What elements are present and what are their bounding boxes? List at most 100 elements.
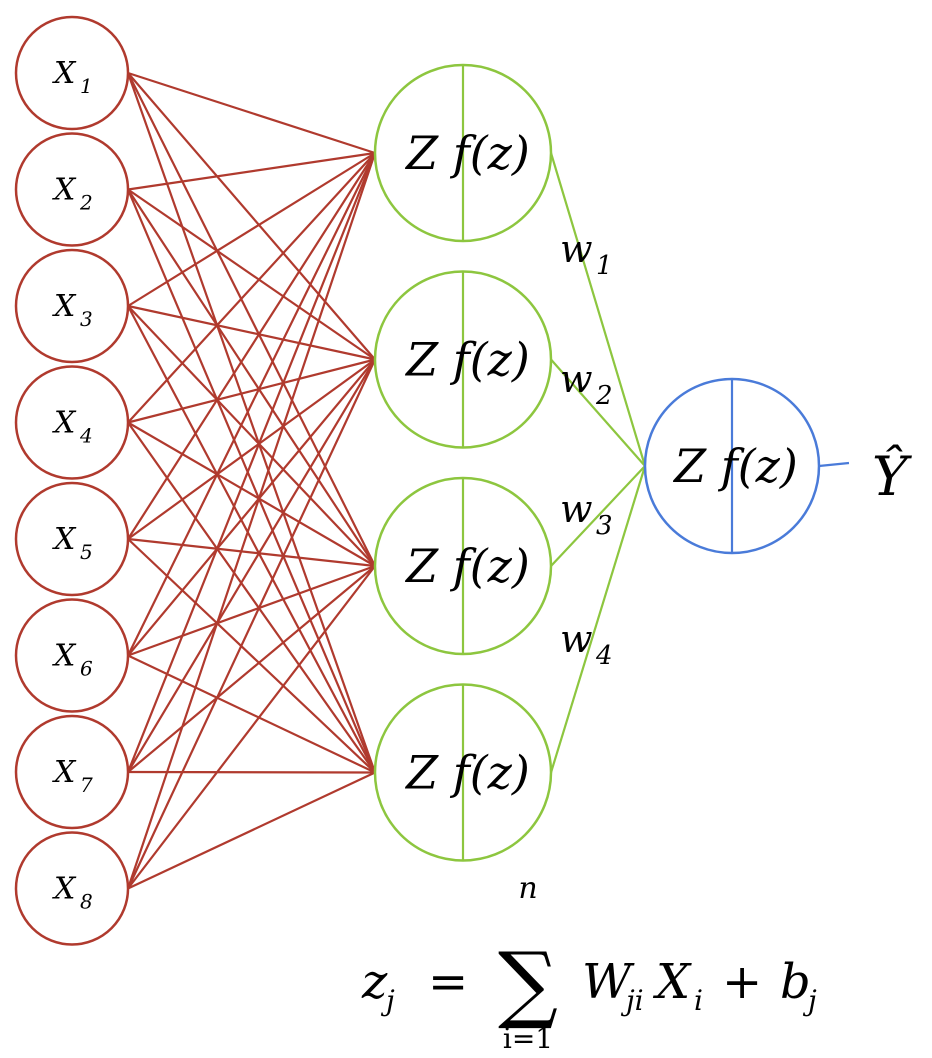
formula-w-sub: ji [620, 984, 644, 1017]
edge-x8-h4 [127, 771, 376, 890]
edge-x4-h2 [127, 358, 376, 424]
input-node-circle [14, 481, 130, 597]
y-hat-label: Ŷ [872, 443, 912, 508]
input-node-circle [14, 132, 130, 247]
input-node-label: X [52, 639, 77, 674]
formula-upper-limit: n [518, 871, 537, 906]
formula-lhs: z [361, 954, 388, 1010]
edge-x2-h2 [127, 188, 376, 361]
edge-x6-h2 [127, 358, 376, 657]
input-node-subscript: 6 [80, 657, 93, 681]
edge-x4-h1 [127, 152, 376, 424]
edge-h1-out [549, 152, 647, 467]
weight-label-subscript: 3 [596, 511, 613, 541]
input-node-label: X [52, 755, 77, 790]
edge-x3-h4 [127, 305, 376, 774]
input-node-circle [14, 831, 130, 946]
edge-x1-h4 [126, 72, 377, 773]
edge-x3-h2 [127, 304, 376, 361]
edge-x6-h4 [127, 654, 376, 774]
edge-x5-h1 [127, 152, 376, 540]
hidden-node-label: Z f(z) [404, 333, 530, 387]
edge-h3-out [550, 465, 646, 567]
edge-x7-h3 [127, 565, 376, 773]
edge-x6-h3 [127, 564, 376, 657]
edge-x8-h3 [127, 565, 376, 890]
edge-x5-h2 [127, 358, 376, 540]
input-node-label: X [52, 872, 77, 907]
input-node-subscript: 2 [79, 191, 93, 215]
edge-h4-out [549, 465, 647, 773]
edge-x2-h1 [127, 151, 376, 191]
input-node-label: X [52, 406, 77, 441]
edge-x4-h3 [127, 421, 376, 567]
formula-x-sub: i [694, 984, 703, 1017]
output-node: Z f(z) [643, 377, 850, 555]
formula-x: X [652, 954, 692, 1010]
input-to-hidden-edges [126, 71, 377, 890]
hidden-layer: Z f(z) Z f(z) Z f(z) Z f(z) [373, 63, 553, 862]
edge-x8-h1 [126, 152, 377, 889]
hidden-node-label: Z f(z) [404, 126, 530, 180]
edge-x5-h4 [127, 538, 376, 774]
edge-x3-h3 [127, 305, 376, 567]
hidden-to-output-edges [549, 152, 647, 773]
edge-h2-out [550, 358, 646, 467]
output-node-label: Z f(z) [672, 439, 798, 493]
weight-label-subscript: 4 [595, 641, 613, 671]
edge-x7-h2 [127, 358, 376, 773]
edge-x1-h3 [127, 72, 376, 567]
input-node-subscript: 8 [80, 890, 93, 914]
formula-b: b [780, 954, 811, 1010]
input-node-subscript: 7 [80, 773, 93, 797]
output-edge [818, 461, 850, 468]
input-node-label: X [52, 522, 77, 557]
input-node-label: X [52, 173, 77, 208]
formula-equals: = [428, 954, 468, 1010]
formula-w: W [582, 954, 635, 1010]
edge-x2-h4 [126, 189, 377, 773]
input-node-circle [14, 714, 130, 830]
edge-x6-h1 [127, 152, 376, 656]
input-node-label: X [52, 289, 77, 324]
input-node-circle [14, 365, 130, 480]
weight-label-base: w [560, 357, 593, 401]
edge-x7-h4 [127, 770, 376, 774]
hidden-node-2: Z f(z) [373, 270, 553, 449]
formula-lower-limit: i=1 [503, 1022, 553, 1055]
hidden-node-3: Z f(z) [373, 476, 553, 656]
weight-label-base: w [560, 487, 593, 531]
input-node-circle [14, 248, 130, 364]
weight-label-subscript: 2 [595, 381, 613, 411]
input-node-circle [14, 598, 130, 713]
edge-x2-h3 [127, 188, 376, 567]
input-node-subscript: 4 [79, 424, 93, 448]
edge-x1-h2 [127, 72, 376, 361]
hidden-node-label: Z f(z) [404, 746, 530, 800]
edge-x4-h4 [127, 421, 376, 774]
edge-x8-h2 [127, 359, 376, 889]
edge-x5-h3 [127, 537, 376, 568]
hidden-node-4: Z f(z) [373, 683, 553, 862]
input-node-subscript: 3 [80, 307, 93, 331]
edge-x3-h1 [127, 152, 376, 307]
input-node-subscript: 5 [80, 540, 93, 564]
input-node-subscript: 1 [80, 74, 93, 98]
input-node-circle [14, 15, 130, 131]
weighted-sum-formula: n z j = ∑ i=1 W ji X i + b j [361, 871, 817, 1055]
edge-x1-h1 [127, 71, 376, 155]
